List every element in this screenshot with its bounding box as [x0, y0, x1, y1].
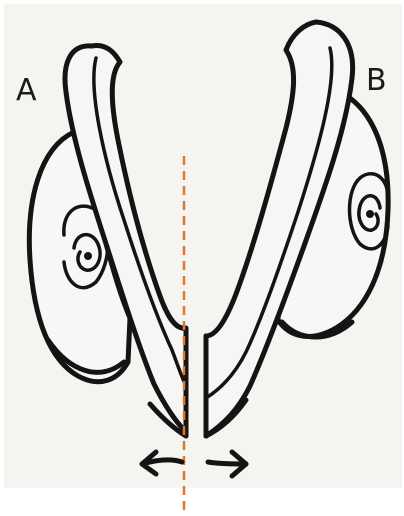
label-a: A [16, 73, 37, 108]
label-b: B [366, 63, 387, 98]
